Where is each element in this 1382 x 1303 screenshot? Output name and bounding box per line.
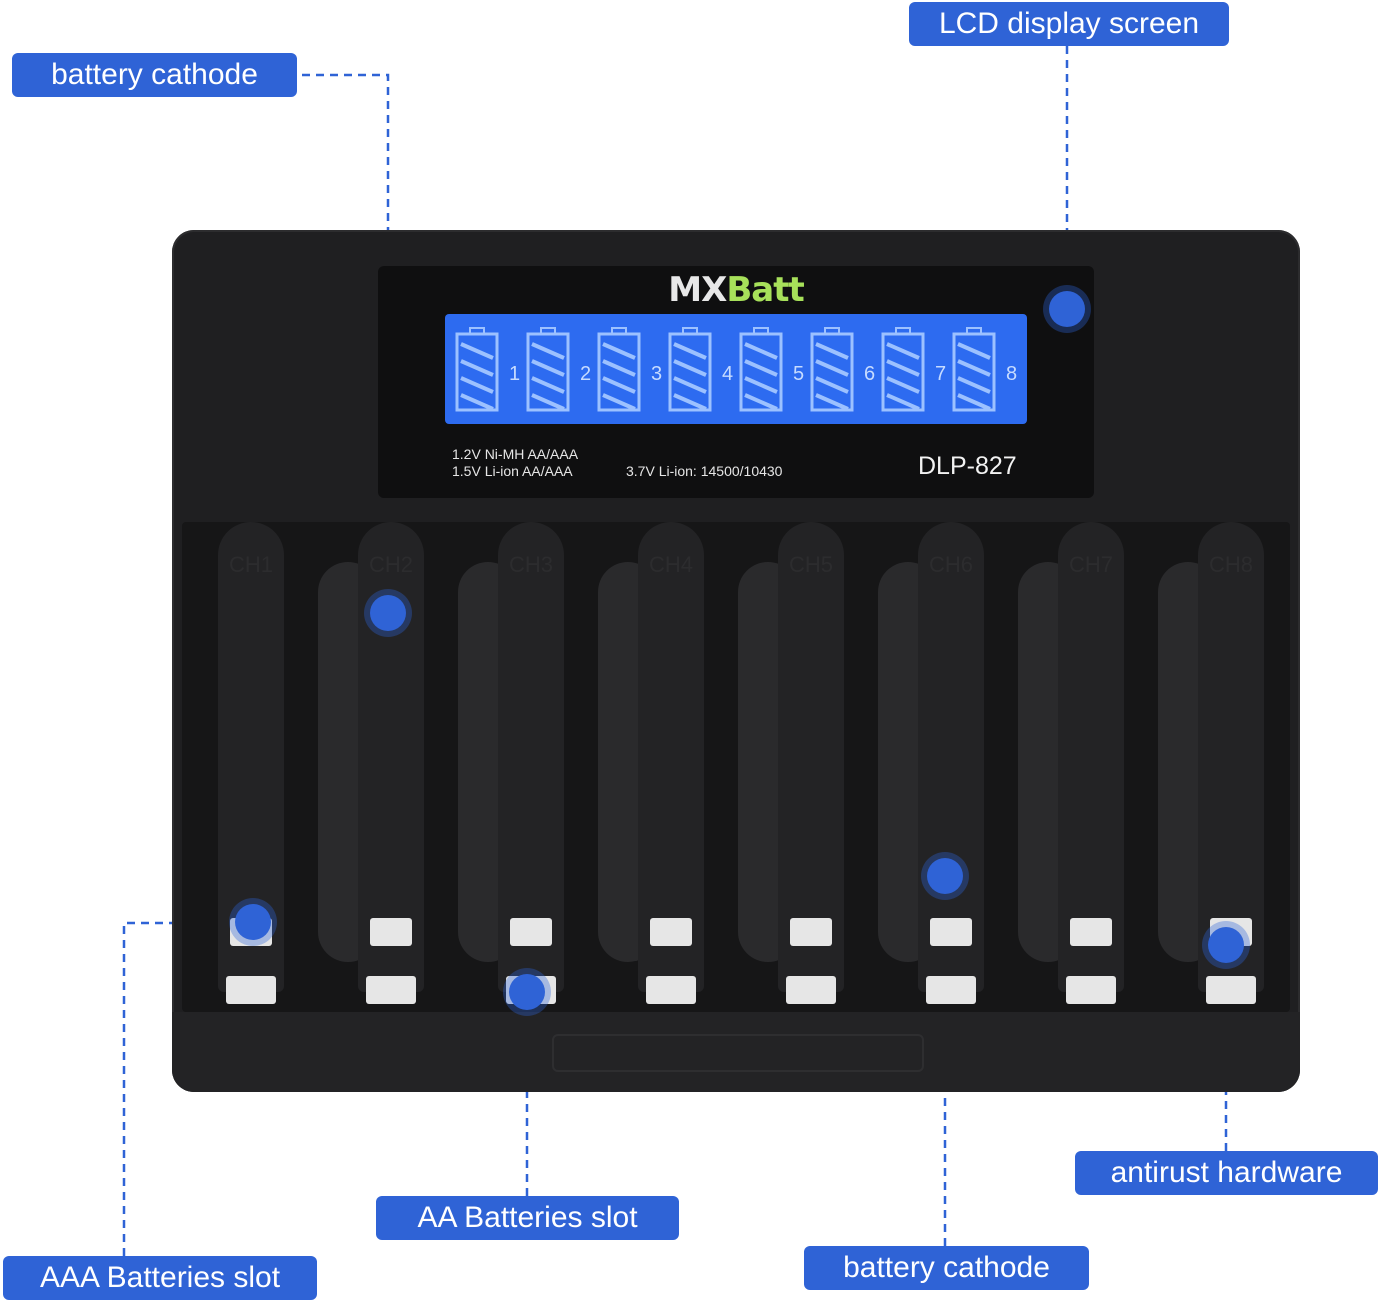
slot-channel-label: CH7 bbox=[1068, 552, 1113, 577]
battery-slot[interactable] bbox=[1058, 522, 1124, 992]
cathode-highlight-dot-top bbox=[370, 595, 406, 631]
battery-tray: CH1 CH2 CH3 CH4 CH5 CH6 CH7 CH8 bbox=[182, 522, 1290, 1012]
lcd-battery-icon-6 bbox=[810, 327, 854, 412]
lcd-battery-icon-8 bbox=[952, 327, 996, 412]
cathode-contact bbox=[1070, 918, 1112, 946]
cathode-highlight-dot-bottom bbox=[927, 858, 963, 894]
battery-slot[interactable] bbox=[918, 522, 984, 992]
battery-slot[interactable] bbox=[1198, 522, 1264, 992]
anode-contact bbox=[1066, 976, 1116, 1004]
slot-channel-label: CH5 bbox=[788, 552, 833, 577]
battery-slot[interactable] bbox=[498, 522, 564, 992]
cathode-contact bbox=[930, 918, 972, 946]
model-number: DLP-827 bbox=[918, 452, 1017, 480]
anode-contact bbox=[1206, 976, 1256, 1004]
callout-aa-batteries-slot: AA Batteries slot bbox=[376, 1196, 679, 1240]
callout-battery-cathode-bottom: battery cathode bbox=[804, 1246, 1089, 1290]
battery-slot[interactable] bbox=[778, 522, 844, 992]
callout-aaa-batteries-slot: AAA Batteries slot bbox=[3, 1256, 317, 1300]
cathode-contact bbox=[650, 918, 692, 946]
cathode-contact bbox=[790, 918, 832, 946]
leader-cathode-top bbox=[302, 73, 390, 612]
front-panel-bar bbox=[552, 1034, 924, 1072]
spec-li-ion-15: 1.5V Li-ion AA/AAA bbox=[452, 463, 573, 479]
lcd-battery-icon-4 bbox=[668, 327, 712, 412]
slot-channel-label: CH4 bbox=[648, 552, 693, 577]
lcd-battery-icon-2 bbox=[526, 327, 570, 412]
callout-antirust-hardware: antirust hardware bbox=[1075, 1151, 1378, 1195]
brand-logo: MXBatt bbox=[668, 270, 804, 310]
aa-highlight-dot bbox=[509, 974, 545, 1010]
slot-channel-label: CH3 bbox=[508, 552, 553, 577]
lcd-battery-icon-5 bbox=[739, 327, 783, 412]
lcd-channel-number: 6 bbox=[864, 363, 875, 385]
anode-contact bbox=[926, 976, 976, 1004]
cathode-contact bbox=[510, 918, 552, 946]
lcd-highlight-dot bbox=[1049, 291, 1085, 327]
slot-channel-label: CH1 bbox=[228, 552, 273, 577]
lcd-battery-icon-3 bbox=[597, 327, 641, 412]
lcd-panel: MXBatt 1 2 3 4 5 6 7 8 1.2V Ni-MH AA/AAA 1.5V L… bbox=[378, 266, 1094, 498]
lcd-channel-indicators: 1 2 3 4 5 6 7 8 bbox=[455, 327, 1017, 412]
lcd-channel-number: 4 bbox=[722, 363, 733, 385]
lcd-channel-number: 3 bbox=[651, 363, 662, 385]
slot-channel-label: CH2 bbox=[368, 552, 413, 577]
callout-lcd-display-screen: LCD display screen bbox=[909, 2, 1229, 46]
aaa-highlight-dot bbox=[235, 904, 271, 940]
lcd-channel-number: 7 bbox=[935, 363, 946, 385]
anode-contact bbox=[646, 976, 696, 1004]
lcd-channel-number: 5 bbox=[793, 363, 804, 385]
slot-channel-label: CH8 bbox=[1208, 552, 1253, 577]
lcd-channel-number: 1 bbox=[509, 363, 520, 385]
lcd-display-screen: 1 2 3 4 5 6 7 8 bbox=[445, 314, 1027, 424]
battery-slot[interactable] bbox=[638, 522, 704, 992]
battery-charger: MXBatt 1 2 3 4 5 6 7 8 1.2V Ni-MH AA/AAA 1.5V L… bbox=[172, 230, 1300, 1092]
lcd-battery-icon-1 bbox=[455, 327, 499, 412]
anode-contact bbox=[226, 976, 276, 1004]
callout-battery-cathode-top: battery cathode bbox=[12, 53, 297, 97]
anode-contact bbox=[366, 976, 416, 1004]
anode-contact bbox=[786, 976, 836, 1004]
spec-nimh: 1.2V Ni-MH AA/AAA bbox=[452, 446, 579, 462]
slot-channel-label: CH6 bbox=[928, 552, 973, 577]
lcd-battery-icon-7 bbox=[881, 327, 925, 412]
lcd-channel-number: 8 bbox=[1006, 363, 1017, 385]
antirust-highlight-dot bbox=[1208, 927, 1244, 963]
lcd-channel-number: 2 bbox=[580, 363, 591, 385]
charger-front-lip bbox=[172, 1012, 1300, 1092]
cathode-contact bbox=[370, 918, 412, 946]
spec-li-ion-37: 3.7V Li-ion: 14500/10430 bbox=[626, 463, 783, 479]
